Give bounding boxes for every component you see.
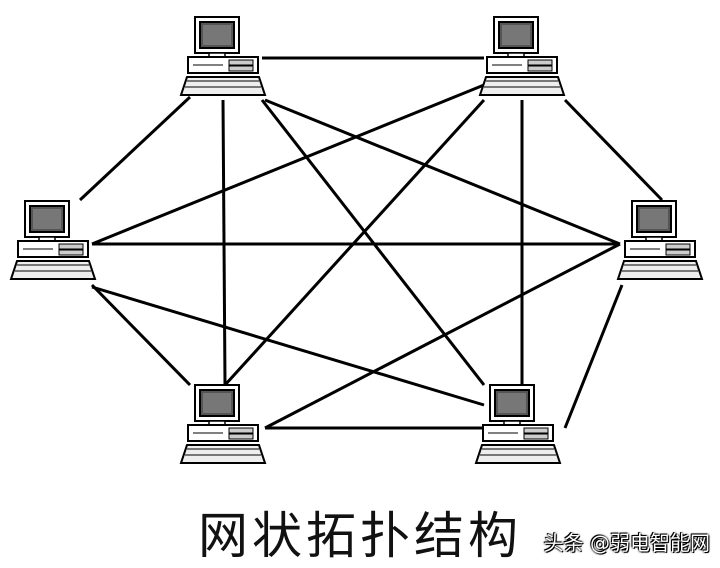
link-top-left-mid-right xyxy=(264,98,621,246)
computer-icon-mid-right xyxy=(616,200,704,280)
computer-icon-mid-left xyxy=(9,200,97,280)
nodes-layer xyxy=(9,16,704,464)
computer-icon-bottom-right xyxy=(474,384,562,464)
computer-icon-bottom-left xyxy=(179,384,267,464)
link-mid-right-bottom-right xyxy=(563,284,624,429)
links-layer xyxy=(78,56,664,430)
link-mid-left-bottom-right xyxy=(91,285,485,407)
computer-icon-top-right xyxy=(478,16,566,96)
link-top-left-mid-left xyxy=(78,95,192,202)
link-top-right-mid-left xyxy=(91,83,485,246)
link-mid-right-bottom-left xyxy=(264,242,621,430)
link-top-right-mid-right xyxy=(563,98,664,202)
link-mid-left-bottom-left xyxy=(90,283,192,387)
watermark: 头条 @弱电智能网 xyxy=(543,531,710,555)
computer-icon-top-left xyxy=(179,16,267,96)
diagram-title: 网状拓扑结构 xyxy=(198,507,522,565)
